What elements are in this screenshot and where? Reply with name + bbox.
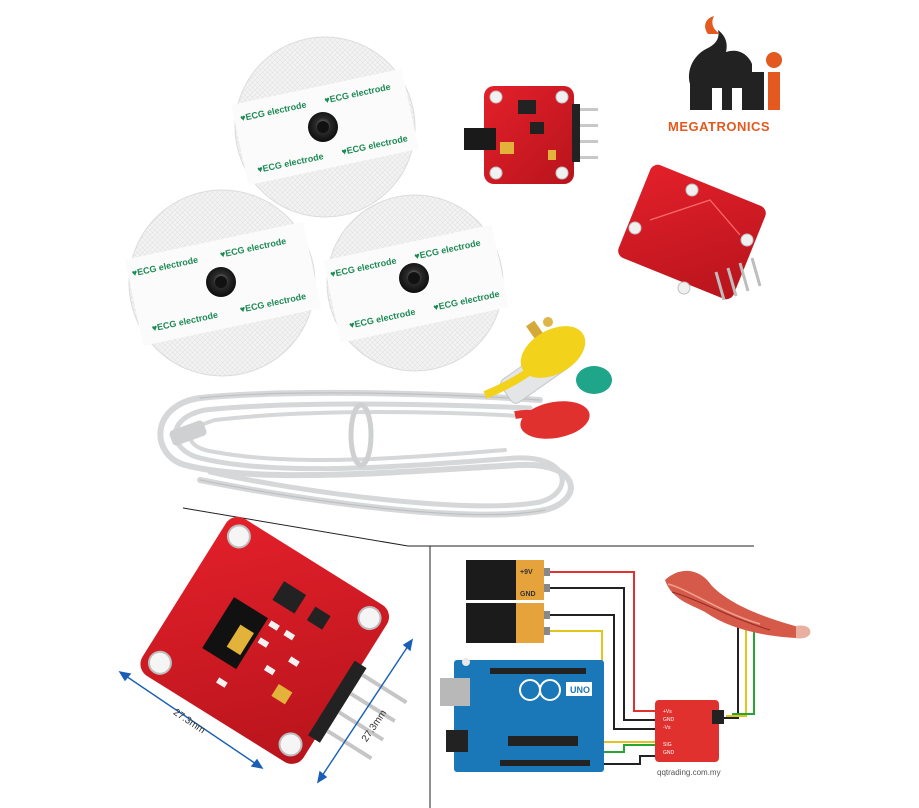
module-pin-2: GND [663,717,675,723]
dimension-height [316,638,414,784]
arduino-board-label: UNO [570,685,590,695]
wiring-diagram: +9V GND [440,560,811,772]
dimension-width [118,670,264,770]
muscle-sensor-module-back [618,164,766,301]
battery-bottom-icon [466,603,550,643]
module-pin-1: +Vs [663,709,672,715]
sensor-module-diagram: +Vs GND -Vs SIG GND [655,700,724,762]
battery-positive-label: +9V [520,569,533,576]
battery-top-icon: +9V GND [466,560,550,600]
module-pin-4: SIG [663,742,672,748]
cable-tie [348,402,374,468]
muscle-sensor-module-large [140,516,408,764]
dimension-width-label: 27.3mm [171,707,207,736]
brand-logo [668,14,798,134]
lead-green [576,366,612,394]
cable-splitter [169,420,207,446]
electrode-pad-left: ♥ECG electrode ♥ECG electrode ♥ECG elect… [125,189,322,377]
diagram-watermark: qqtrading.com.my [657,768,721,777]
module-pin-3: -Vs [663,725,671,731]
muscle-sensor-module-top [464,86,598,184]
electrode-pad-top: ♥ECG electrode ♥ECG electrode ♥ECG elect… [231,36,419,218]
lead-red [520,401,590,439]
electrode-pad-right: ♥ECG electrode ♥ECG electrode ♥ECG elect… [323,194,510,372]
bull-logo-icon [688,16,782,110]
arduino-board: UNO [440,658,604,772]
battery-ground-label: GND [520,591,536,598]
module-pin-5: GND [663,750,675,756]
divider-diagonal [182,507,409,547]
arm-muscle-icon [665,570,811,639]
brand-name: MEGATRONICS [668,119,771,134]
